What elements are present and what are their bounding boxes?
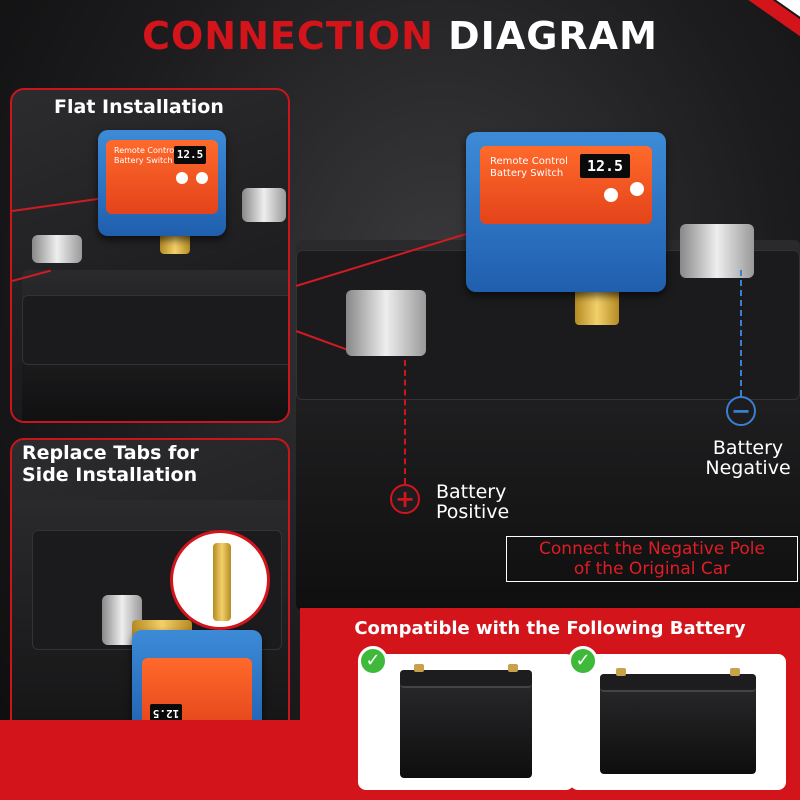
off-button: [176, 172, 188, 184]
battery-terminal-positive: [346, 290, 426, 356]
compatible-section-left: [0, 720, 300, 800]
battery-image: [400, 664, 532, 778]
battery-terminal: [242, 188, 286, 222]
check-icon: ✓: [568, 646, 598, 676]
battery-post: [508, 664, 518, 672]
tab-zoom-circle: [170, 530, 270, 630]
battery-top: [400, 670, 532, 688]
battery-post: [414, 664, 424, 672]
compatible-battery-card-2: [570, 654, 786, 790]
positive-icon: +: [390, 484, 420, 514]
positive-callout-line: [404, 360, 406, 484]
battery-post: [616, 668, 626, 676]
battery-top: [600, 674, 756, 692]
flat-installation-label: Flat Installation: [54, 96, 224, 118]
page-title: CONNECTION DIAGRAM: [0, 14, 800, 58]
compatible-battery-card-1: [358, 654, 574, 790]
title-red-word: CONNECTION: [142, 14, 434, 58]
on-button: [630, 182, 644, 196]
negative-icon: −: [726, 396, 756, 426]
brass-tab: [213, 543, 231, 621]
lcd-display: 12.5: [174, 146, 206, 164]
compatible-title: Compatible with the Following Battery: [354, 618, 746, 639]
on-button: [196, 172, 208, 184]
red-wire: [12, 196, 112, 212]
battery-terminal-negative: [680, 224, 754, 278]
off-button: [604, 188, 618, 202]
negative-callout-line: [740, 270, 742, 396]
battery-top: [22, 295, 288, 365]
battery-image: [600, 668, 756, 774]
check-icon: ✓: [358, 646, 388, 676]
title-white-word: DIAGRAM: [448, 14, 658, 58]
switch-face: 12.5: [142, 658, 252, 732]
battery-terminal: [32, 235, 82, 263]
battery-post: [730, 668, 740, 676]
lcd-display: 12.5: [580, 154, 630, 178]
